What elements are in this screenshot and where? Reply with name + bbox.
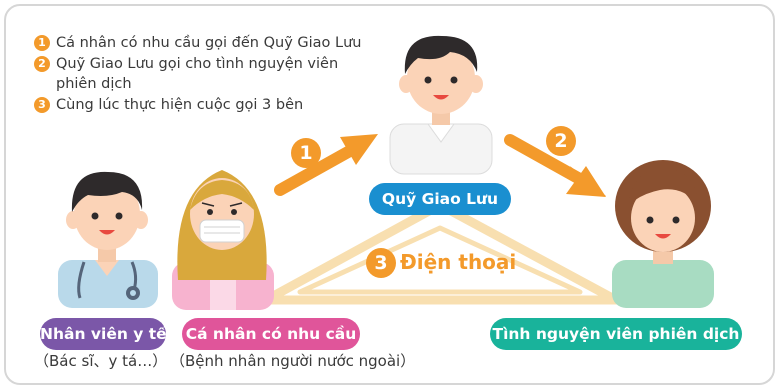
- fund-label: Quỹ Giao Lưu: [369, 183, 511, 215]
- volunteer-illustration: [612, 160, 714, 308]
- step-text: Cùng lúc thực hiện cuộc gọi 3 bên: [56, 97, 304, 113]
- patient-illustration: [172, 170, 274, 310]
- medical-staff-illustration: [58, 171, 158, 308]
- volunteer-label: Tình nguyện viên phiên dịch: [490, 318, 742, 350]
- staff-sublabel: （Bác sĩ、y tá…）: [34, 352, 168, 370]
- fund-person-illustration: [389, 35, 493, 175]
- arrow-step-2-badge: 2: [546, 126, 576, 156]
- patient-sublabel: （Bệnh nhân người nước ngoài）: [170, 352, 416, 370]
- phone-step-3-badge: 3: [366, 248, 396, 278]
- arrow-fund-to-volunteer: [504, 134, 606, 197]
- step-number: 3: [34, 97, 50, 113]
- step-text: Quỹ Giao Lưu gọi cho tình nguyện viên ph…: [56, 56, 339, 92]
- step-item: 2 Quỹ Giao Lưu gọi cho tình nguyện viên …: [34, 54, 376, 94]
- step-item: 1 Cá nhân có nhu cầu gọi đến Quỹ Giao Lư…: [34, 33, 384, 53]
- phone-triangle: [261, 200, 621, 305]
- patient-label: Cá nhân có nhu cầu: [182, 318, 360, 350]
- step-number: 1: [34, 35, 50, 51]
- step-number: 2: [34, 56, 50, 72]
- phone-label: Điện thoại: [400, 250, 517, 274]
- step-text: Cá nhân có nhu cầu gọi đến Quỹ Giao Lưu: [56, 35, 362, 51]
- arrow-caller-to-fund: [274, 134, 378, 196]
- step-item: 3 Cùng lúc thực hiện cuộc gọi 3 bên: [34, 95, 384, 115]
- step-list: 1 Cá nhân có nhu cầu gọi đến Quỹ Giao Lư…: [34, 33, 384, 116]
- staff-label: Nhân viên y tế: [40, 318, 167, 350]
- arrow-step-1-badge: 1: [291, 138, 321, 168]
